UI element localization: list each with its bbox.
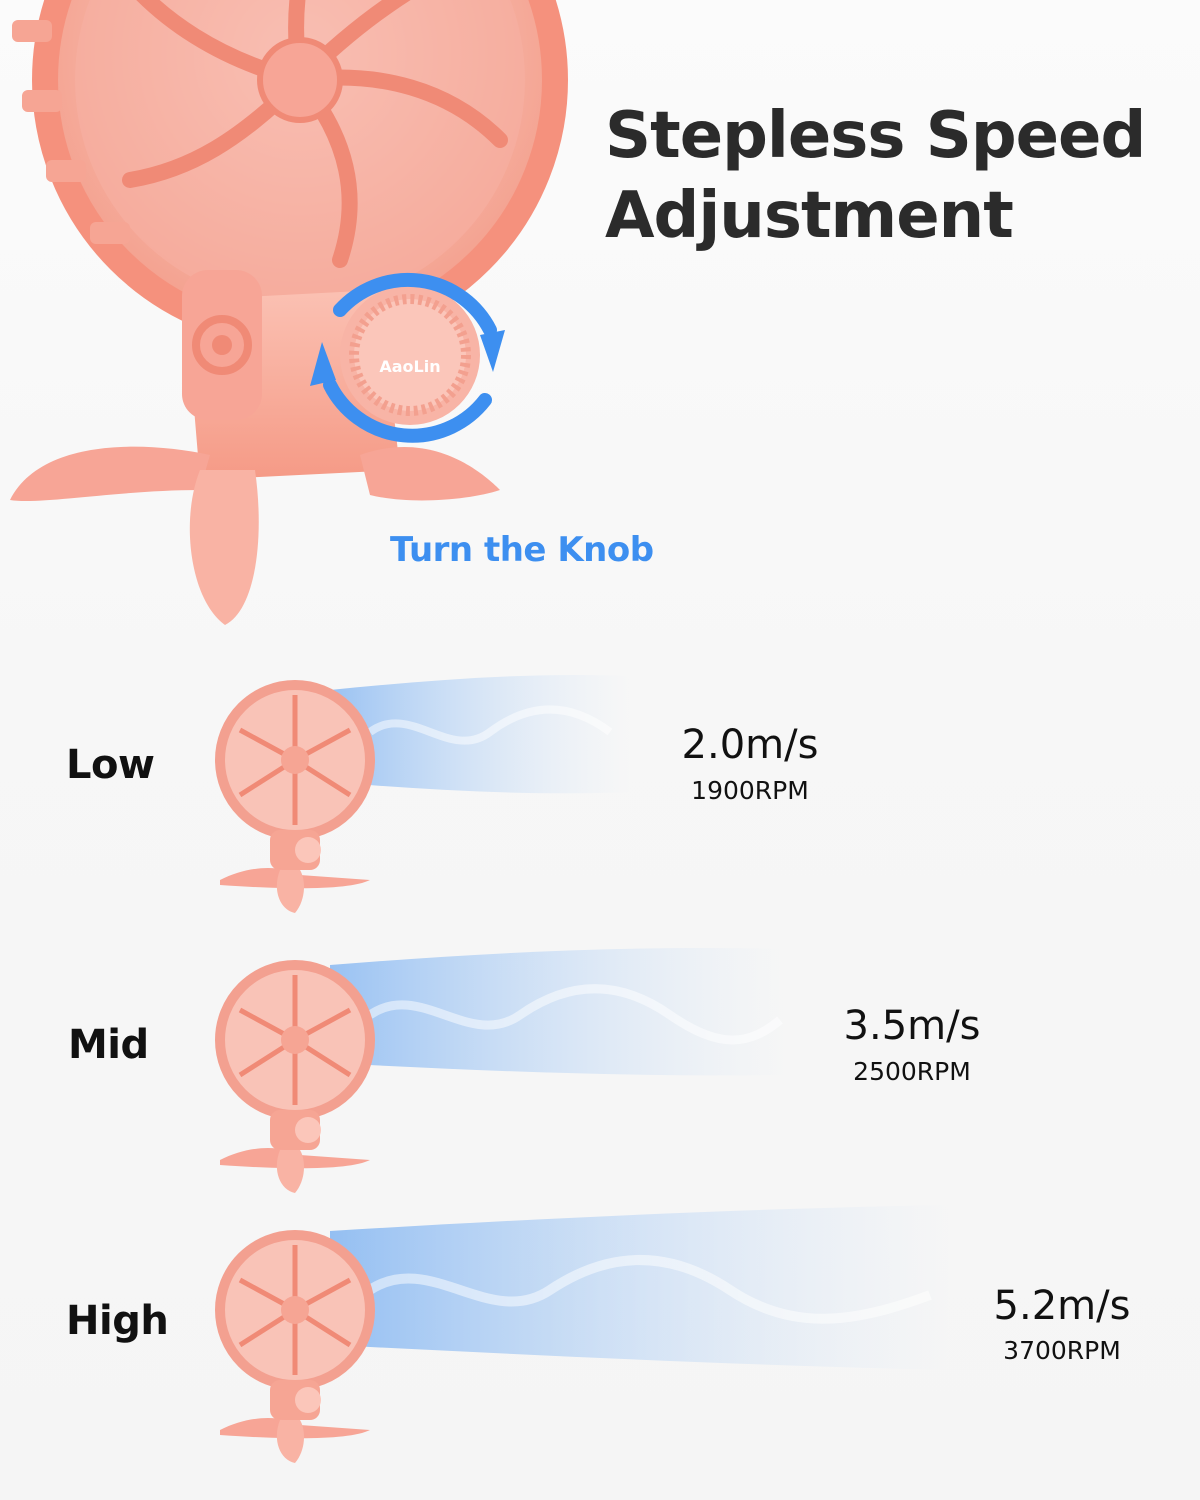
level-label-mid: Mid xyxy=(68,1022,149,1068)
fan-icon-mid xyxy=(215,960,375,1193)
rpm-value-low: 1900RPM xyxy=(691,776,809,805)
level-label-low: Low xyxy=(66,742,155,788)
fan-icon-high xyxy=(215,1230,375,1463)
headline: Stepless Speed Adjustment xyxy=(605,96,1146,256)
rpm-value-mid: 2500RPM xyxy=(853,1057,971,1086)
airflow-stream-mid xyxy=(330,947,790,1076)
fan-hero-image: AaoLin xyxy=(10,0,568,625)
headline-line-1: Stepless Speed xyxy=(605,99,1146,173)
knob-caption: Turn the Knob xyxy=(390,530,654,570)
rotation-arrows-icon xyxy=(323,272,497,443)
speed-value-high: 5.2m/s xyxy=(993,1283,1131,1329)
airflow-stream-low xyxy=(330,674,630,794)
speed-value-mid: 3.5m/s xyxy=(843,1003,981,1049)
level-label-high: High xyxy=(66,1298,169,1344)
rpm-value-high: 3700RPM xyxy=(1003,1336,1121,1365)
headline-line-2: Adjustment xyxy=(605,179,1014,253)
knob-brand-label: AaoLin xyxy=(379,357,440,376)
airflow-stream-high xyxy=(330,1205,950,1370)
fan-icon-low xyxy=(215,680,375,913)
speed-value-low: 2.0m/s xyxy=(681,722,819,768)
